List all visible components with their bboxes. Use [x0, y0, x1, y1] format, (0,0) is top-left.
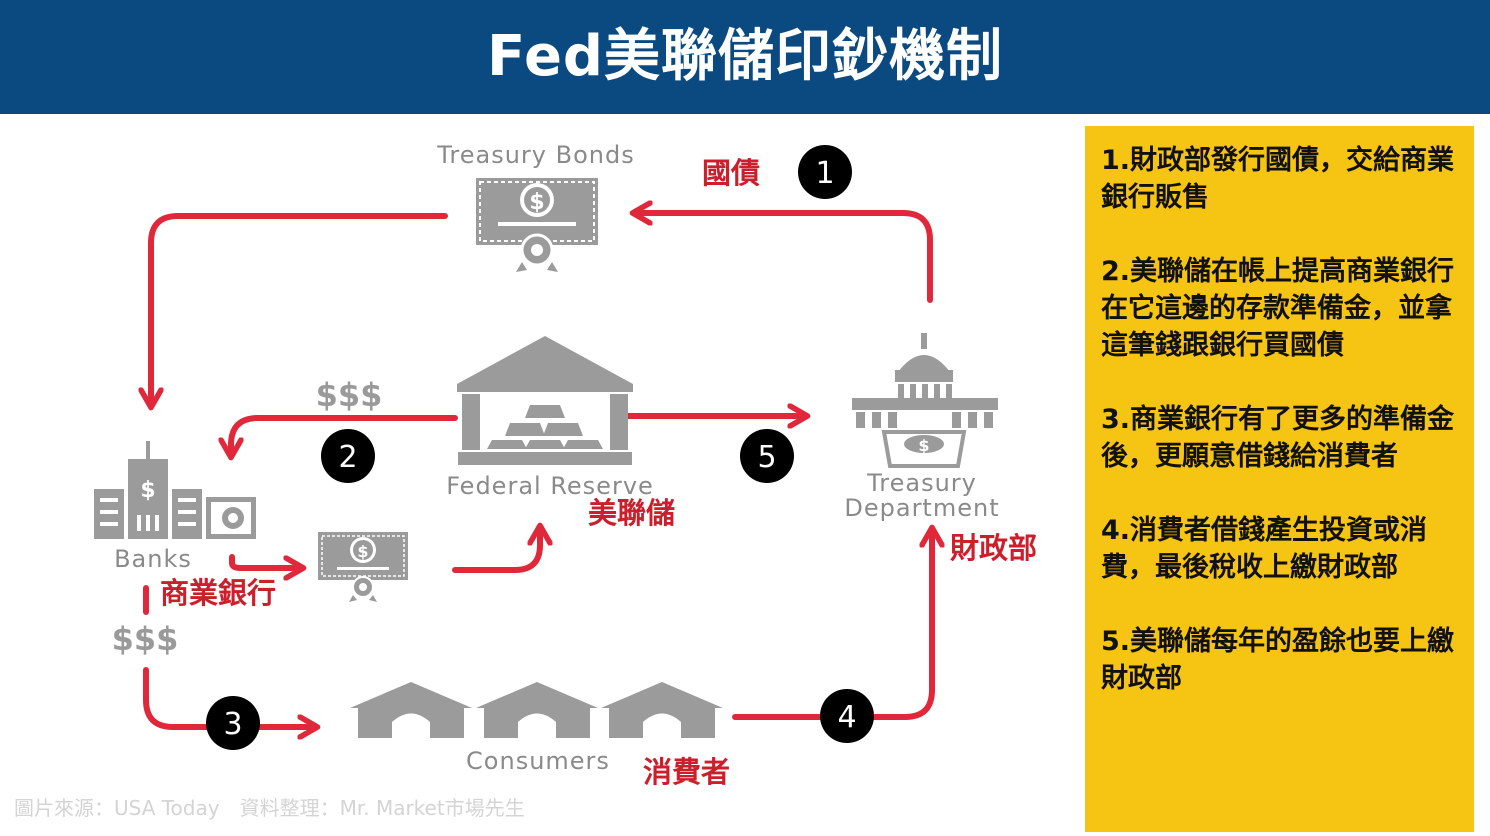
steps-explanation-panel: 1.財政部發行國債，交給商業銀行販售 2.美聯儲在帳上提高商業銀行在它這邊的存款… — [1085, 126, 1474, 832]
money-label-fed-to-banks: $$$ — [316, 376, 383, 414]
step-marker-4: 4 — [820, 689, 874, 743]
step-marker-1-label: 1 — [815, 156, 834, 191]
treasury-department-label-line2: Department — [844, 494, 999, 522]
treasury-bonds-zh-label: 國債 — [702, 156, 760, 190]
consumer-house-icon — [601, 682, 723, 738]
fed-money-printing-diagram: $ $ $ — [14, 141, 1037, 820]
page-title: Fed美聯儲印鈔機制 — [486, 24, 1004, 89]
treasury-department-zh-label: 財政部 — [950, 531, 1037, 565]
consumers-zh-label: 消費者 — [643, 755, 730, 789]
arrow-consumers-to-treasury — [732, 535, 932, 720]
banks-icon: $ — [94, 441, 256, 539]
consumer-house-icon — [350, 682, 472, 738]
arrow-fed-to-banks — [231, 415, 458, 450]
source-note: 圖片來源：USA Today 資料整理：Mr. Market市場先生 — [14, 796, 525, 820]
federal-reserve-label: Federal Reserve — [446, 472, 654, 500]
money-label-banks-to-consumers: $$$ — [112, 620, 179, 658]
banks-label: Banks — [114, 545, 192, 573]
step-description-5: 5.美聯儲每年的盈餘也要上繳財政部 — [1101, 626, 1455, 694]
svg-text:$: $ — [140, 478, 155, 503]
step-marker-4-label: 4 — [837, 700, 856, 735]
banks-zh-label: 商業銀行 — [160, 576, 276, 610]
arrow-bond-to-fed — [452, 533, 540, 573]
treasury-department-label-line1: Treasury — [866, 469, 977, 497]
step-description-1: 1.財政部發行國債，交給商業銀行販售 — [1101, 145, 1455, 213]
treasury-department-icon: $ — [852, 333, 998, 468]
arrow-treasury-to-bonds — [640, 213, 933, 303]
step-marker-2: 2 — [321, 429, 375, 483]
arrow-banks-to-consumers — [143, 667, 310, 727]
svg-text:$: $ — [918, 436, 929, 455]
step-description-2: 2.美聯儲在帳上提高商業銀行在它這邊的存款準備金，並拿這筆錢跟銀行買國債 — [1101, 256, 1455, 361]
step-description-4: 4.消費者借錢產生投資或消費，最後稅收上繳財政部 — [1101, 515, 1428, 583]
svg-text:$: $ — [357, 542, 368, 561]
step-marker-3-label: 3 — [223, 707, 242, 742]
svg-text:$: $ — [529, 190, 544, 215]
federal-reserve-zh-label: 美聯儲 — [588, 496, 675, 530]
step-marker-1: 1 — [798, 145, 852, 199]
arrow-bonds-to-banks — [151, 213, 448, 400]
step-marker-3: 3 — [206, 696, 260, 750]
arrow-banks-to-bond — [229, 554, 296, 568]
treasury-bonds-label: Treasury Bonds — [436, 141, 634, 169]
consumer-house-icon — [476, 682, 598, 738]
step-marker-5-label: 5 — [757, 440, 776, 475]
treasury-bond-icon: $ — [476, 178, 598, 272]
step-marker-5: 5 — [740, 429, 794, 483]
federal-reserve-icon — [457, 336, 633, 465]
consumers-label: Consumers — [466, 747, 610, 775]
title-bar: Fed美聯儲印鈔機制 — [0, 0, 1490, 114]
step-description-3: 3.商業銀行有了更多的準備金後，更願意借錢給消費者 — [1101, 404, 1455, 472]
small-bond-icon: $ — [318, 532, 408, 602]
step-marker-2-label: 2 — [338, 440, 357, 475]
